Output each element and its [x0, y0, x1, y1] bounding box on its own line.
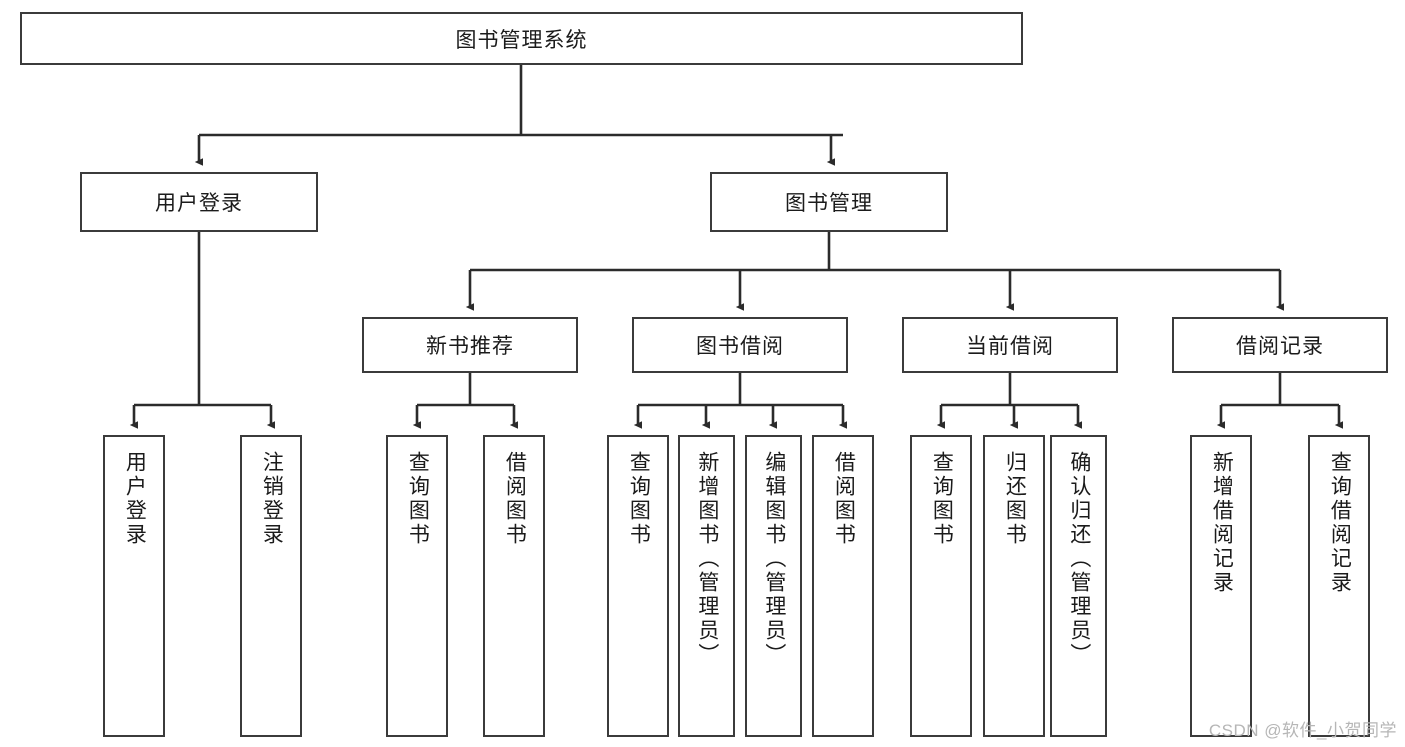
leaf-query-book-2[interactable]: 查询图书 [607, 435, 669, 737]
leaf-query-book-3[interactable]: 查询图书 [910, 435, 972, 737]
leaf-add-book-admin-label: 新增图书（管理员） [695, 451, 719, 667]
leaf-query-book-2-label: 查询图书 [627, 451, 651, 547]
leaf-query-borrow-record[interactable]: 查询借阅记录 [1308, 435, 1370, 737]
leaf-add-borrow-record[interactable]: 新增借阅记录 [1190, 435, 1252, 737]
leaf-query-book-1[interactable]: 查询图书 [386, 435, 448, 737]
leaf-add-borrow-record-label: 新增借阅记录 [1210, 451, 1234, 595]
leaf-confirm-return-admin[interactable]: 确认归还（管理员） [1050, 435, 1107, 737]
node-book-borrow[interactable]: 图书借阅 [632, 317, 848, 373]
leaf-logout-login-label: 注销登录 [260, 451, 284, 547]
leaf-borrow-book-2[interactable]: 借阅图书 [812, 435, 874, 737]
leaf-query-borrow-record-label: 查询借阅记录 [1328, 451, 1352, 595]
leaf-return-book[interactable]: 归还图书 [983, 435, 1045, 737]
leaf-borrow-book-2-label: 借阅图书 [832, 451, 856, 547]
node-root-label: 图书管理系统 [455, 28, 588, 52]
node-book-borrow-label: 图书借阅 [696, 335, 784, 358]
leaf-return-book-label: 归还图书 [1003, 451, 1027, 547]
node-book-management-label: 图书管理 [785, 192, 873, 215]
node-new-book-recommend[interactable]: 新书推荐 [362, 317, 578, 373]
leaf-borrow-book-1-label: 借阅图书 [503, 451, 527, 547]
leaf-logout-login[interactable]: 注销登录 [240, 435, 302, 737]
leaf-edit-book-admin[interactable]: 编辑图书（管理员） [745, 435, 802, 737]
node-borrow-record-label: 借阅记录 [1236, 335, 1324, 358]
leaf-borrow-book-1[interactable]: 借阅图书 [483, 435, 545, 737]
node-current-borrow-label: 当前借阅 [966, 335, 1054, 358]
leaf-user-login-label: 用户登录 [123, 451, 147, 547]
leaf-add-book-admin[interactable]: 新增图书（管理员） [678, 435, 735, 737]
node-root-system[interactable]: 图书管理系统 [20, 12, 1023, 65]
node-user-login-label: 用户登录 [155, 192, 243, 215]
node-current-borrow[interactable]: 当前借阅 [902, 317, 1118, 373]
node-user-login[interactable]: 用户登录 [80, 172, 318, 232]
node-new-book-recommend-label: 新书推荐 [426, 335, 514, 358]
leaf-user-login[interactable]: 用户登录 [103, 435, 165, 737]
leaf-query-book-3-label: 查询图书 [930, 451, 954, 547]
node-borrow-record[interactable]: 借阅记录 [1172, 317, 1388, 373]
csdn-watermark: CSDN @软件_小贺同学 [1208, 721, 1397, 740]
leaf-query-book-1-label: 查询图书 [406, 451, 430, 547]
node-book-management[interactable]: 图书管理 [710, 172, 948, 232]
leaf-confirm-return-admin-label: 确认归还（管理员） [1067, 451, 1091, 667]
leaf-edit-book-admin-label: 编辑图书（管理员） [762, 451, 786, 667]
